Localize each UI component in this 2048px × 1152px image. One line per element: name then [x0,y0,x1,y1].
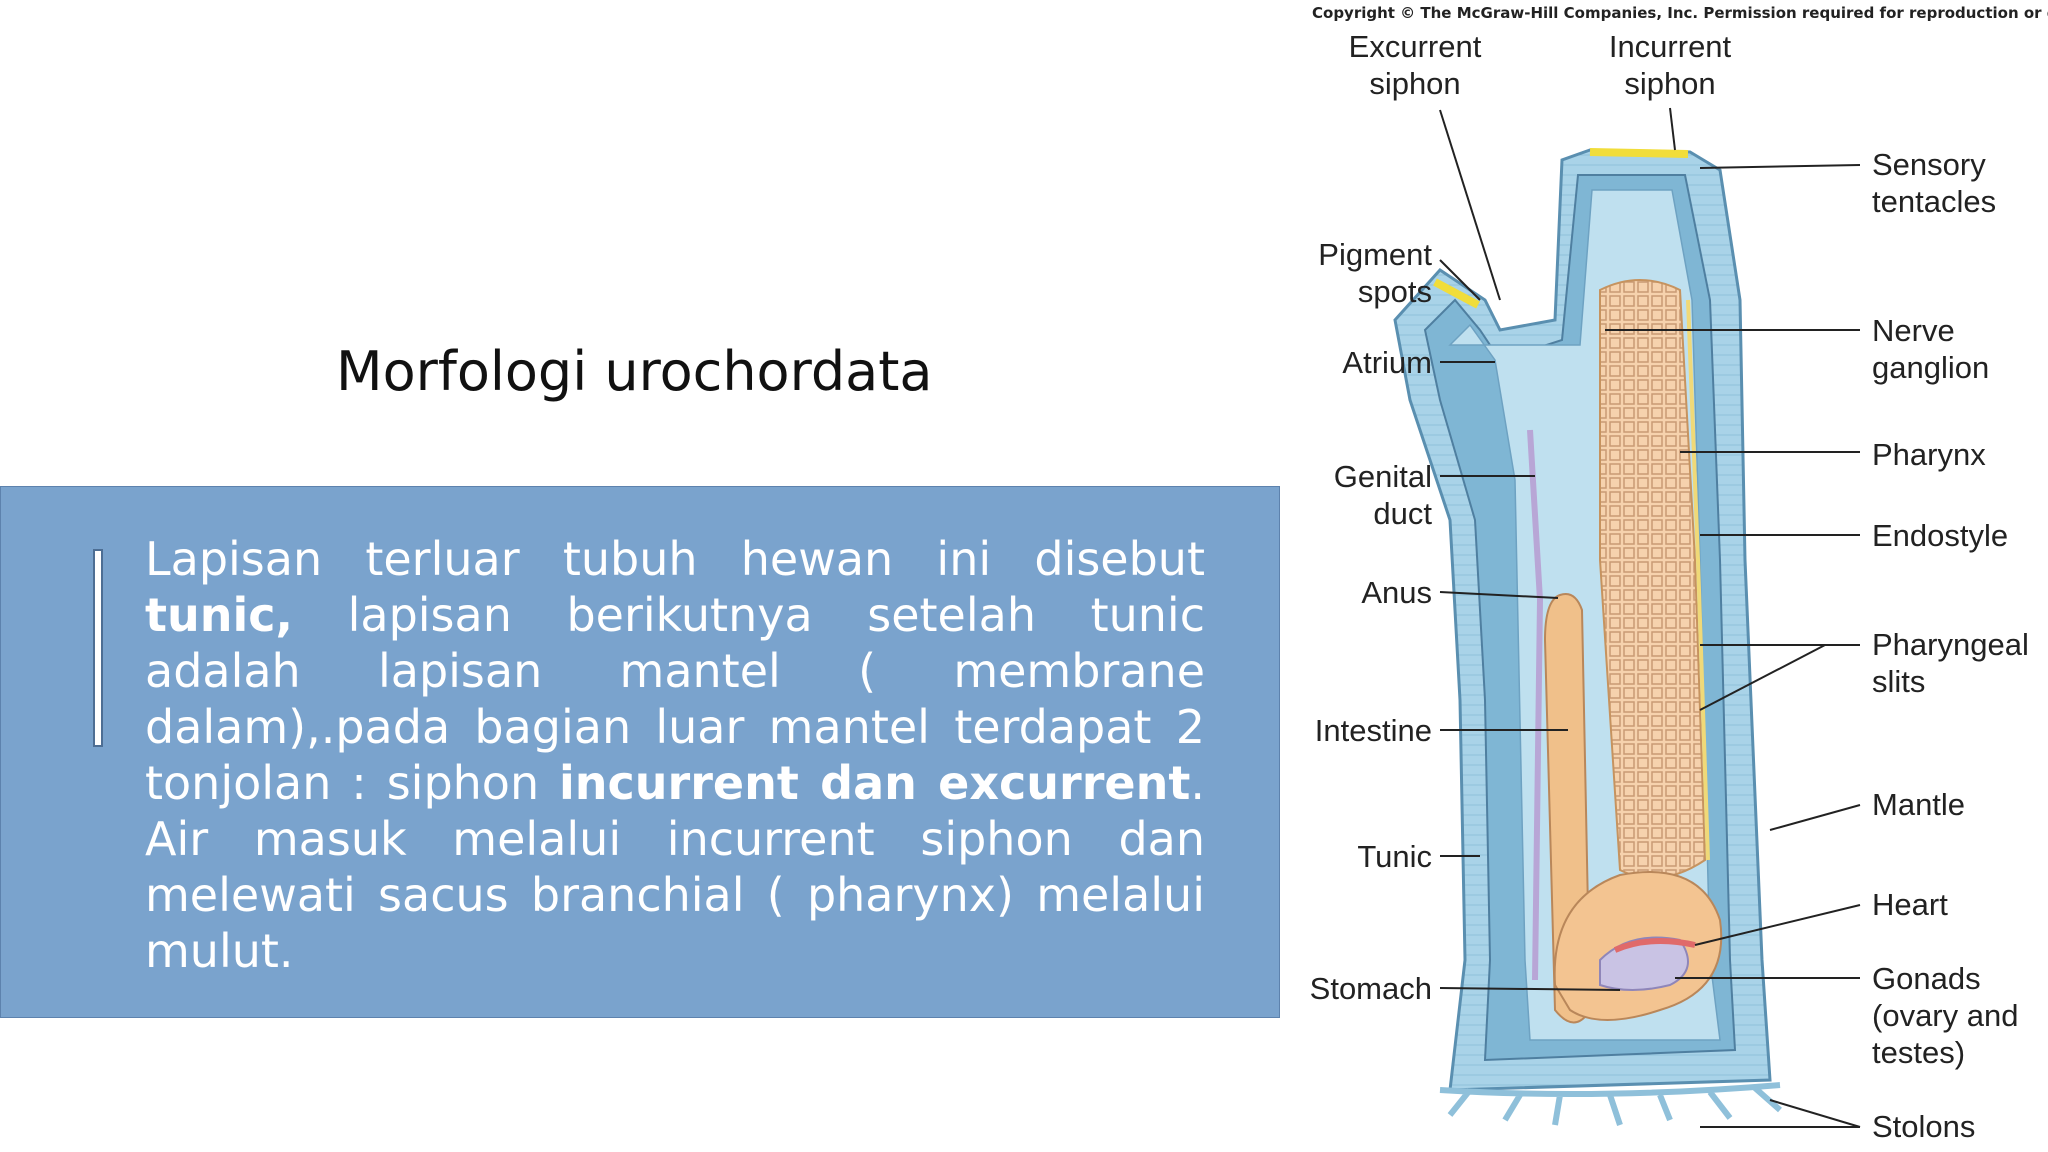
text-part: . Air masuk melalui incurrent siphon dan… [145,756,1205,978]
label-anus: Anus [1361,575,1432,610]
label-stomach: Stomach [1309,971,1432,1006]
genital-duct-shape [1527,429,1544,981]
label-tunic: Tunic [1357,839,1432,874]
diagram-illustration [1393,107,1861,1128]
text-part-bold: incurrent dan excurrent [559,756,1191,810]
body-paragraph: Lapisan terluar tubuh hewan ini disebut … [145,531,1205,979]
stolons-shape [1439,1082,1782,1126]
label-intestine: Intestine [1314,713,1432,748]
label-atrium: Atrium [1342,345,1432,380]
endostyle-shape [1686,299,1710,861]
text-part-bold: tunic, [145,588,293,642]
label-stolons: Stolons [1872,1109,1976,1144]
pigment-excurrent [1433,278,1480,309]
text-part: Lapisan terluar tubuh hewan ini disebut [145,532,1205,586]
label-endostyle: Endostyle [1872,518,2009,553]
text-part: lapisan berikutnya setelah tunic adalah … [145,588,1205,810]
bullet-marker [93,549,103,747]
content-box: Lapisan terluar tubuh hewan ini disebut … [0,486,1280,1018]
gonads-shape [1599,936,1689,991]
heart-shape [1613,938,1696,953]
label-mantle: Mantle [1872,787,1966,822]
copyright-notice: Copyright © The McGraw-Hill Companies, I… [1312,4,2048,22]
urochordate-diagram: Copyright © The McGraw-Hill Companies, I… [1300,0,2048,1152]
slide-title: Morfologi urochordata [336,340,933,403]
label-pharynx: Pharynx [1872,437,1986,472]
pigment-incurrent [1589,148,1689,158]
label-heart: Heart [1872,887,1948,922]
leader-lines [1439,107,1861,1128]
